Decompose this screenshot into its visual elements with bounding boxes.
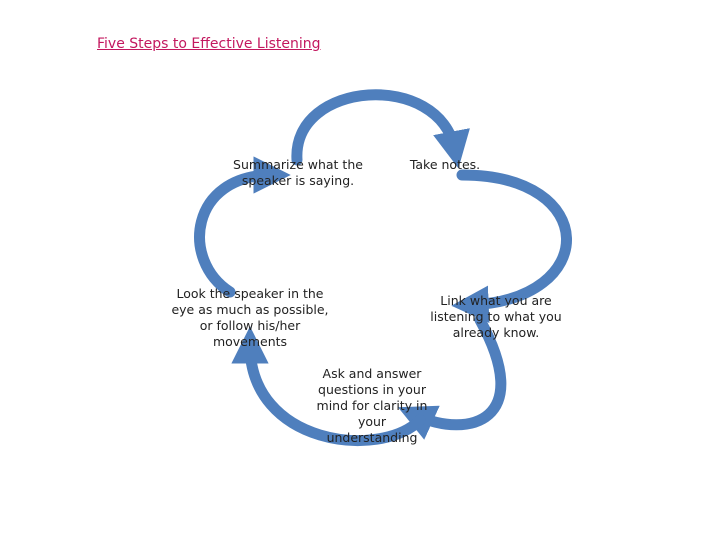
step-summarize: Summarize what the speaker is saying. [233,157,363,188]
step-eye-contact: Look the speaker in the eye as much as p… [171,286,329,349]
step-ask-questions: Ask and answer questions in your mind fo… [316,366,428,445]
step-link-knowledge: Link what you are listening to what you … [430,293,562,340]
arrow-bottom-right [397,314,507,440]
arrow-right [451,169,572,323]
arrow-left [194,156,291,298]
diagram-title: Five Steps to Effective Listening [97,36,321,52]
step-take-notes: Take notes. [409,157,481,172]
arrow-bottom-left [231,326,426,446]
arrow-top [291,89,470,169]
